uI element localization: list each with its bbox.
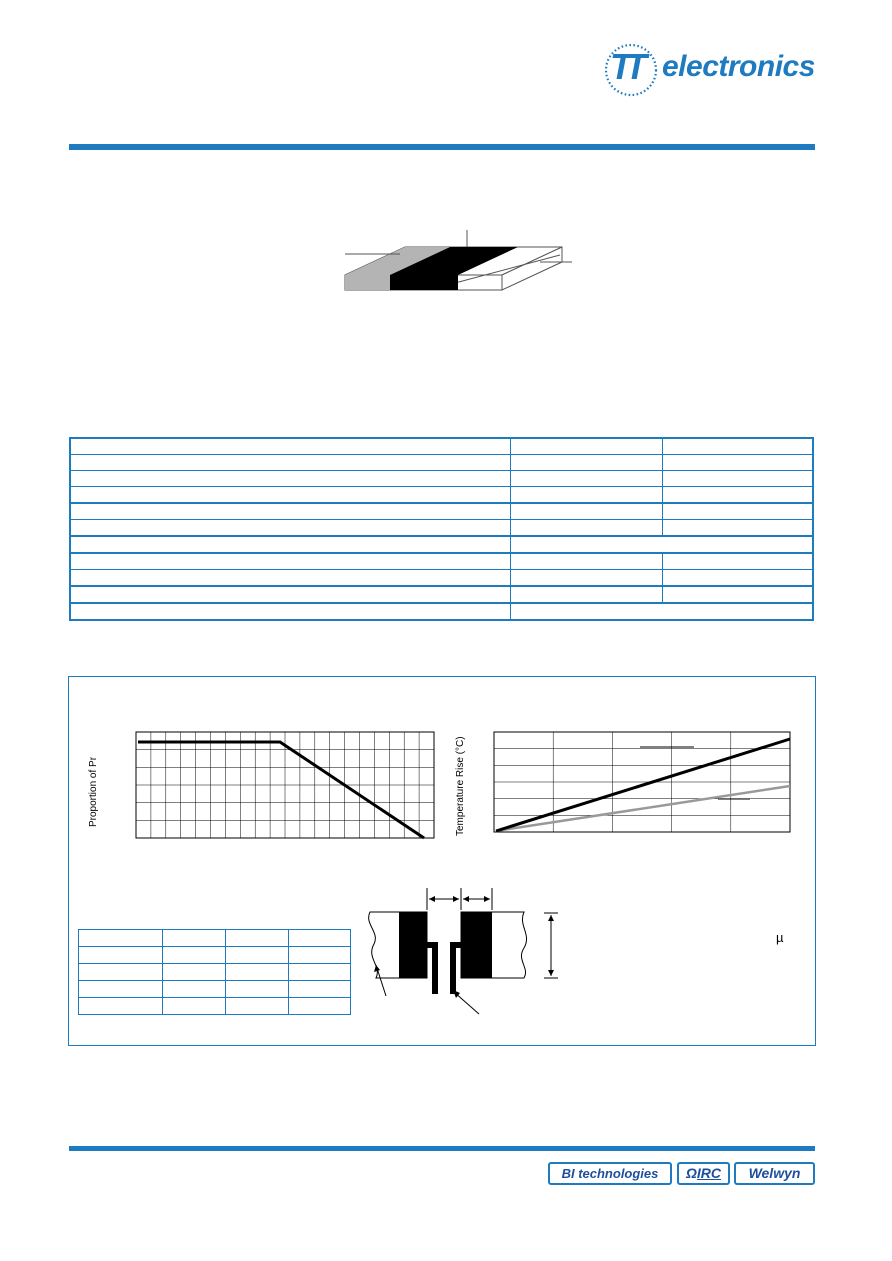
tt-logo-wordmark: electronics bbox=[662, 50, 815, 83]
grey-termination-front bbox=[345, 275, 390, 290]
omega-icon: Ω bbox=[685, 1165, 697, 1181]
table-row bbox=[78, 963, 351, 981]
bi-technologies-logo: BI technologies bbox=[548, 1162, 672, 1185]
resistive-element-top bbox=[390, 247, 518, 275]
temperature-rise-y-axis-label: Temperature Rise (°C) bbox=[455, 736, 466, 836]
tt-electronics-logo: TT electronics bbox=[596, 40, 818, 97]
table-row bbox=[69, 602, 814, 621]
derating-y-axis-label: Proportion of Pr bbox=[88, 756, 99, 827]
table-row bbox=[69, 519, 814, 537]
table-row bbox=[78, 946, 351, 964]
chip-resistor-illustration bbox=[344, 230, 572, 291]
temperature-rise-graph bbox=[493, 731, 791, 833]
table-row bbox=[69, 454, 814, 471]
right-pad bbox=[461, 912, 492, 978]
tt-logo-mark: TT bbox=[610, 46, 647, 87]
table-row bbox=[78, 997, 351, 1015]
table-row bbox=[69, 569, 814, 587]
left-pad bbox=[399, 912, 427, 978]
table-row bbox=[78, 980, 351, 998]
temperature-rise-line-grey bbox=[495, 784, 791, 833]
grey-termination-top bbox=[345, 247, 450, 275]
micro-unit-symbol: µ bbox=[776, 930, 784, 945]
table-row bbox=[69, 502, 814, 520]
graphs-panel bbox=[68, 676, 816, 1046]
table-row bbox=[69, 437, 814, 455]
derating-curve bbox=[138, 740, 425, 840]
pad-dimension-table bbox=[78, 929, 351, 1015]
table-row bbox=[69, 552, 814, 570]
irc-logo: ΩIRC bbox=[677, 1162, 730, 1185]
table-row bbox=[69, 535, 814, 554]
tt-logo-circle-icon bbox=[604, 43, 658, 97]
solder-pad-layout-drawing bbox=[368, 888, 558, 1015]
power-derating-graph bbox=[135, 731, 435, 840]
table-row bbox=[69, 470, 814, 487]
resistive-element-front bbox=[390, 275, 458, 290]
irc-logo-text: IRC bbox=[696, 1165, 722, 1181]
footer-rule bbox=[69, 1146, 815, 1151]
temperature-rise-line-black bbox=[495, 737, 791, 833]
welwyn-logo: Welwyn bbox=[734, 1162, 815, 1185]
specification-table bbox=[69, 437, 814, 621]
header-rule bbox=[69, 144, 815, 150]
table-row bbox=[69, 585, 814, 604]
table-row bbox=[69, 486, 814, 504]
table-row bbox=[79, 929, 351, 947]
